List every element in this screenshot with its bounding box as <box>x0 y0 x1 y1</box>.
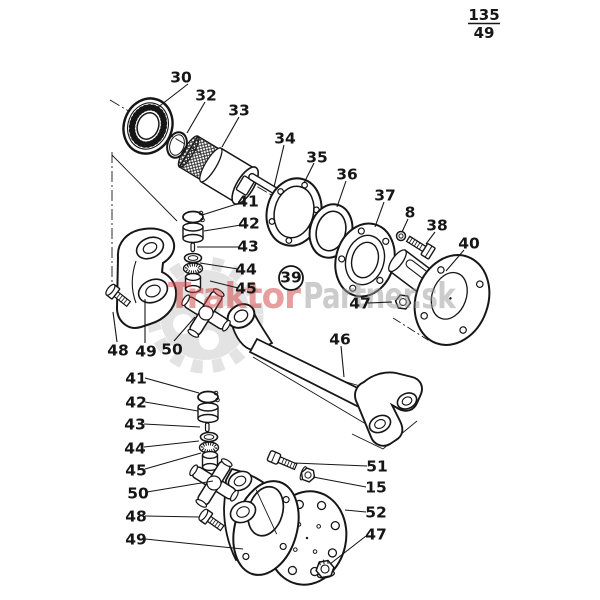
brand-watermark-gray: Partner.sk <box>303 276 457 317</box>
seal-rings-44-lower <box>198 431 220 454</box>
callout-label-32: 32 <box>195 87 217 105</box>
callout-leader-52 <box>344 509 367 513</box>
castle-nut-47-lower <box>315 559 335 579</box>
journal-45-lower <box>201 450 219 472</box>
callout-label-43: 43 <box>124 416 146 434</box>
callout-leader-32 <box>186 101 206 134</box>
callout-label-48: 48 <box>107 342 129 360</box>
callout-label-46: 46 <box>329 331 351 349</box>
callout-label-34: 34 <box>274 130 296 148</box>
callout-leader-34 <box>273 144 285 188</box>
callout-leader-43 <box>143 423 201 428</box>
callout-label-44: 44 <box>235 261 257 279</box>
callout-label-15: 15 <box>365 479 387 497</box>
seal-rings-44-upper <box>182 252 204 275</box>
callout-circle-39 <box>278 265 304 291</box>
callout-leader-44 <box>143 440 200 448</box>
callout-leader-30 <box>156 83 189 109</box>
spider-cross-50-upper <box>181 288 231 338</box>
circlip-41-upper <box>182 210 205 224</box>
callout-leader-46 <box>340 345 345 378</box>
page-ref-top: 135 <box>468 6 499 24</box>
callout-label-45: 45 <box>125 462 147 480</box>
hex-nut-15 <box>299 466 316 483</box>
callout-label-49: 49 <box>135 343 157 361</box>
callout-leader-50 <box>173 316 196 342</box>
callout-leader-40 <box>445 249 465 272</box>
callout-leader-8 <box>401 218 409 233</box>
callout-label-47: 47 <box>349 295 371 313</box>
lock-washer-8 <box>395 230 407 242</box>
callout-label-40: 40 <box>458 235 480 253</box>
callout-label-41: 41 <box>237 193 259 211</box>
callout-leader-48 <box>144 515 200 518</box>
callout-leader-15 <box>312 476 367 488</box>
callout-label-49: 49 <box>125 531 147 549</box>
callout-leader-45 <box>209 280 239 289</box>
callout-label-52: 52 <box>365 504 387 522</box>
circlip-41-lower <box>197 390 220 404</box>
callout-leader-38 <box>425 231 436 245</box>
callout-label-44: 44 <box>124 440 146 458</box>
callout-leader-37 <box>374 201 385 228</box>
callout-label-50: 50 <box>161 341 183 359</box>
callout-label-38: 38 <box>426 217 448 235</box>
bearing-cup-42-upper <box>182 222 204 244</box>
pin-43-upper <box>190 242 196 253</box>
page-ref-bottom: 49 <box>474 24 495 42</box>
hex-bolt-38 <box>405 235 436 260</box>
callout-label-50: 50 <box>127 485 149 503</box>
callout-leader-47 <box>367 301 393 304</box>
callout-label-36: 36 <box>336 166 358 184</box>
callout-label-42: 42 <box>238 215 260 233</box>
ball-bearing-30 <box>122 97 174 155</box>
callout-label-45: 45 <box>235 280 257 298</box>
callout-leader-41 <box>201 202 241 216</box>
callout-label-48: 48 <box>125 508 147 526</box>
callout-leader-44 <box>199 262 239 270</box>
callout-leader-41 <box>144 377 200 394</box>
pin-43-lower <box>204 422 210 433</box>
callout-leader-42 <box>144 401 199 412</box>
flanged-hub-40 <box>388 249 491 346</box>
callout-leader-48 <box>112 311 118 343</box>
callout-label-43: 43 <box>237 238 259 256</box>
bearing-cup-42-lower <box>197 402 219 424</box>
callout-leader-47 <box>329 535 367 565</box>
hex-nut-47-upper <box>394 294 412 310</box>
callout-leader-45 <box>144 452 202 470</box>
page-reference: 135 49 <box>468 6 500 42</box>
callout-leader-50 <box>146 480 214 493</box>
spider-cross-50-lower <box>189 458 239 508</box>
callout-leader-51 <box>293 462 368 467</box>
callout-leader-36 <box>336 180 347 208</box>
steering-yoke-49-upper <box>115 227 178 329</box>
callout-label-41: 41 <box>125 370 147 388</box>
journal-45-upper <box>184 272 202 294</box>
callout-leader-35 <box>303 162 315 184</box>
ujoint-kit-upper <box>181 210 231 338</box>
ujoint-kit-lower <box>189 390 239 508</box>
callout-label-47: 47 <box>365 526 387 544</box>
callout-label-33: 33 <box>228 102 250 120</box>
screw-48-lower <box>198 508 225 532</box>
callout-label-37: 37 <box>374 187 396 205</box>
callout-label-51: 51 <box>366 458 388 476</box>
callout-label-35: 35 <box>306 149 328 167</box>
brand-watermark: Traktor Partner.sk <box>168 276 458 317</box>
callout-leader-42 <box>203 224 242 232</box>
callout-leader-33 <box>221 116 240 148</box>
callout-leader-49 <box>144 538 244 550</box>
callout-label-42: 42 <box>125 394 147 412</box>
bearing-flange-37 <box>334 222 396 298</box>
callout-label-39: 39 <box>280 269 302 287</box>
propeller-shaft-46 <box>226 303 423 447</box>
bolt-51 <box>266 450 298 471</box>
callout-label-8: 8 <box>405 204 416 222</box>
callout-label-30: 30 <box>170 69 192 87</box>
screw-48-upper <box>105 283 132 308</box>
